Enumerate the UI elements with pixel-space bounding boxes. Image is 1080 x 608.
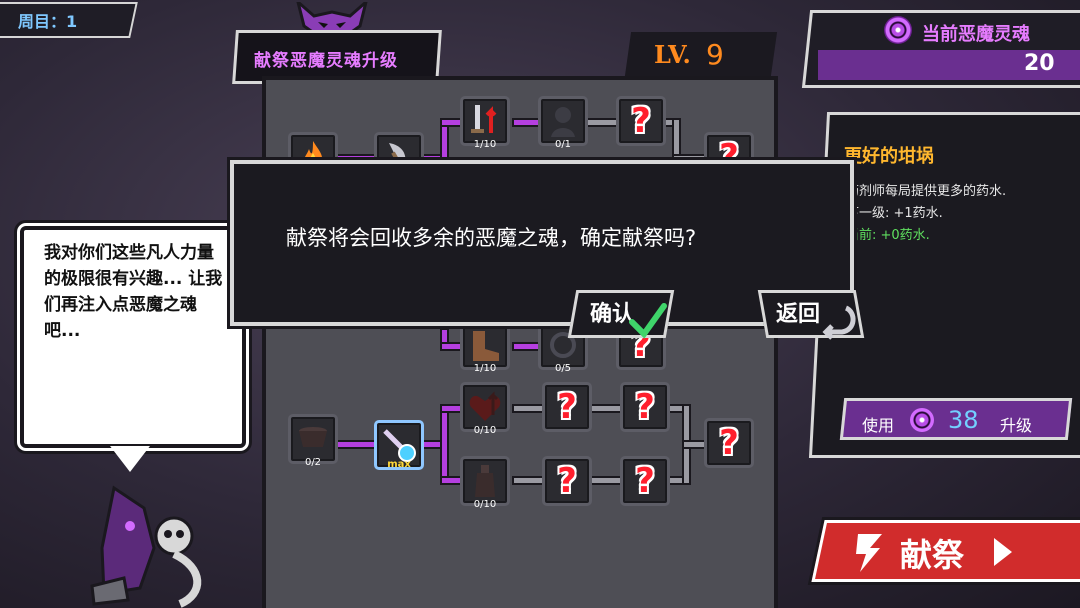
skill-node-locked[interactable]: ?	[542, 382, 592, 432]
soul-swirl-icon	[910, 408, 934, 432]
soul-swirl-icon	[884, 16, 912, 44]
speech-text: 我对你们这些凡人力量的极限很有兴趣... 让我们再注入点恶魔之魂吧...	[44, 243, 223, 341]
sword-arrow-icon	[471, 105, 497, 133]
level-prefix: LV.	[654, 40, 691, 69]
skill-node-locked[interactable]: ?	[620, 382, 670, 432]
level-value: 9	[706, 38, 724, 71]
soul-value: 20	[1024, 51, 1055, 76]
node-count: 0/5	[554, 363, 572, 374]
tree-link	[674, 120, 679, 160]
tree-link	[514, 478, 542, 483]
node-count: 0/10	[473, 425, 497, 436]
check-icon	[629, 303, 667, 339]
skill-node-cauldron[interactable]: 0/2	[288, 414, 338, 468]
skill-node-heart[interactable]: 0/10	[460, 382, 510, 436]
soul-bar	[818, 50, 1080, 80]
node-count: 0/1	[554, 139, 572, 150]
skill-node-potion[interactable]: 0/10	[460, 456, 510, 510]
skill-node-locked[interactable]: ?	[704, 418, 754, 468]
tree-link	[670, 406, 686, 411]
node-count: 0/2	[304, 457, 322, 468]
key-potion-icon	[383, 429, 416, 462]
demon-character-icon	[90, 485, 202, 608]
tree-link	[424, 442, 444, 447]
tree-link	[514, 120, 538, 125]
demon-sigil-icon	[856, 534, 882, 572]
tree-link	[442, 478, 464, 483]
question-icon: ?	[557, 387, 577, 427]
tree-link	[592, 406, 620, 411]
tree-link	[514, 344, 538, 349]
question-icon: ?	[557, 461, 577, 501]
skill-node-key-potion[interactable]: max	[374, 420, 424, 470]
tree-link	[424, 156, 444, 161]
skill-next-level: 下一级: +1药水.	[846, 206, 943, 221]
upgrade-use-label: 使用	[862, 416, 895, 435]
heart-arrow-icon	[469, 391, 501, 421]
skill-current: 当前: +0药水.	[846, 228, 930, 243]
node-count: 1/10	[473, 139, 497, 150]
tree-link	[442, 406, 447, 482]
tree-link	[592, 478, 620, 483]
tree-link	[442, 120, 464, 125]
tree-link	[442, 406, 464, 411]
skill-node-sword[interactable]: 1/10	[460, 96, 510, 150]
page-title: 献祭恶魔灵魂升级	[254, 51, 398, 71]
node-count: 1/10	[473, 363, 497, 374]
tree-link	[674, 156, 704, 161]
skill-node-shadow[interactable]: 0/1	[538, 96, 588, 150]
upgrade-label: 升级	[1000, 416, 1033, 435]
skill-node-locked[interactable]: ?	[616, 96, 666, 146]
skill-node-locked[interactable]: ?	[542, 456, 592, 506]
cauldron-icon	[299, 427, 327, 447]
tree-link	[338, 156, 374, 161]
return-arrow-icon	[822, 305, 856, 340]
speech-tail	[110, 446, 150, 472]
skill-name: 更好的坩埚	[844, 146, 934, 167]
back-label: 返回	[776, 302, 821, 327]
potion-bottle-icon	[475, 465, 495, 497]
orb-icon	[550, 332, 576, 358]
play-arrow-icon	[994, 538, 1012, 566]
dialog-message: 献祭将会回收多余的恶魔之魂，确定献祭吗?	[286, 226, 697, 250]
skill-node-locked[interactable]: ?	[620, 456, 670, 506]
soul-label: 当前恶魔灵魂	[922, 24, 1030, 45]
tree-link	[588, 120, 616, 125]
boot-icon	[473, 331, 499, 361]
tree-link	[338, 442, 374, 447]
question-icon: ?	[635, 461, 655, 501]
round-label: 周目：1	[18, 12, 78, 31]
shadow-figure-icon	[551, 107, 575, 137]
skill-desc: 药剂师每局提供更多的药水.	[846, 184, 1007, 199]
tree-link	[442, 120, 447, 160]
confirm-dialog	[230, 160, 854, 326]
confirm-label: 确认	[590, 302, 635, 327]
skill-node-boot[interactable]: 1/10	[460, 320, 510, 374]
skill-tree-panel: 1/10 0/1 ? ? 1/10 0/5 ? 0/2	[262, 76, 778, 608]
tree-link	[670, 478, 686, 483]
tree-link	[684, 442, 704, 447]
question-icon: ?	[719, 423, 739, 463]
upgrade-cost: 38	[948, 406, 979, 434]
tree-link	[666, 120, 676, 125]
speech-bubble	[20, 226, 246, 448]
tree-link	[514, 406, 542, 411]
tree-link	[442, 344, 464, 349]
question-icon: ?	[631, 101, 651, 141]
question-icon: ?	[635, 387, 655, 427]
tree-link	[442, 330, 447, 348]
sacrifice-label: 献祭	[900, 536, 965, 574]
node-count: 0/10	[473, 499, 497, 510]
node-count: max	[387, 459, 411, 470]
level-badge	[624, 32, 778, 76]
